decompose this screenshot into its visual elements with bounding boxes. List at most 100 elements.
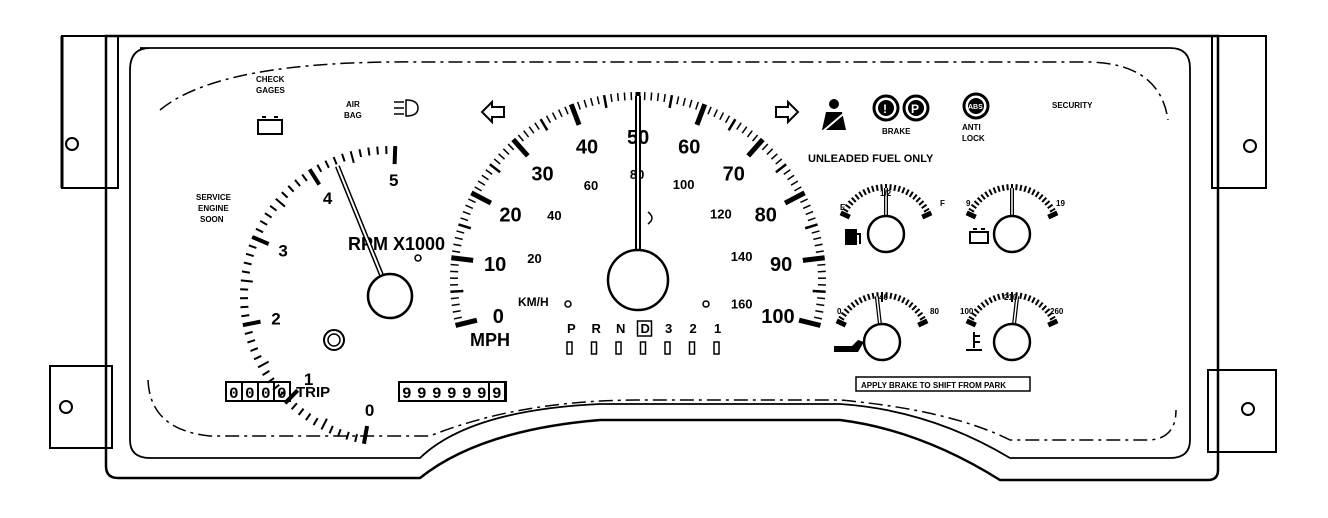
gauge-tick <box>1049 315 1056 321</box>
gauge-tick <box>1034 299 1040 306</box>
total-digit: 9 <box>417 385 427 403</box>
speedometer-tick <box>511 137 530 158</box>
trip-digit: 0 <box>277 385 287 403</box>
tachometer-tick <box>244 330 253 335</box>
speedometer-tick <box>804 223 818 230</box>
gear-indicator-lamp <box>639 341 647 355</box>
gauge-tick <box>904 299 910 306</box>
unleaded-fuel-only-label: UNLEADED FUEL ONLY <box>808 153 934 165</box>
speedometer-tick <box>450 289 464 294</box>
speedometer-tick <box>695 101 700 110</box>
speedometer-tick <box>775 163 787 174</box>
speedometer-tick <box>650 92 653 101</box>
speedometer-tick <box>539 118 549 131</box>
gauge-tick <box>847 200 854 206</box>
gauge-tick <box>1031 297 1036 304</box>
tachometer-tick <box>336 428 342 438</box>
gauge-tick <box>968 207 975 213</box>
gear-indicator-lamp <box>713 341 720 355</box>
gauge-hub <box>866 214 906 254</box>
speedometer-tick <box>451 303 460 307</box>
speedometer-hub <box>606 248 670 312</box>
gauge-tick <box>905 189 910 196</box>
speedometer-tick <box>460 217 469 222</box>
gauge-tick <box>862 189 867 196</box>
speedometer-tick <box>676 96 680 105</box>
gauge-tick <box>968 315 975 321</box>
speedometer-tick <box>468 198 476 204</box>
speedometer-tick <box>736 122 742 130</box>
gauge-tick <box>1027 187 1032 194</box>
speedometer-tick <box>453 316 463 320</box>
gear-indicator-lamp <box>664 341 671 355</box>
air-bag-indicator: AIR BAG <box>344 99 419 120</box>
speedometer-tick <box>474 186 482 192</box>
tachometer-tick <box>332 156 338 165</box>
speedometer-needle-stop <box>647 211 653 225</box>
gauge-tick <box>854 193 860 200</box>
tachometer-tick <box>281 191 289 199</box>
total-digit: 9 <box>462 385 472 403</box>
gear-label-r: R <box>592 321 602 336</box>
speedometer-tick <box>452 310 461 313</box>
right-turn-arrow-icon <box>775 99 800 125</box>
speedometer-tick <box>682 97 686 106</box>
gauge-mid-label: 40 <box>879 293 888 302</box>
speedometer-tick <box>452 250 461 253</box>
tachometer-tick <box>247 339 256 344</box>
gauge-tick <box>1001 184 1005 191</box>
speedometer-tick <box>507 143 515 151</box>
speedometer-tick <box>707 106 712 115</box>
seatbelt-icon <box>821 99 849 133</box>
abs-icon: ABS <box>962 92 990 120</box>
gauge-tick <box>838 315 845 321</box>
total-digit: 9 <box>477 385 487 403</box>
tachometer-tick <box>243 261 252 266</box>
speedometer-tick <box>596 96 600 105</box>
mph-tick-label: 70 <box>723 163 745 185</box>
gauge-tick <box>1038 301 1044 308</box>
speedometer-tick <box>656 93 660 102</box>
lock-label: LOCK <box>962 134 985 143</box>
tachometer-tick <box>320 418 328 430</box>
check-gages-indicator: CHECK GAGES <box>256 75 286 135</box>
gauge-tick <box>1047 318 1059 328</box>
speedometer-tick <box>800 198 808 204</box>
gauge-tick <box>840 311 847 318</box>
gauge-tick <box>1019 292 1023 299</box>
tachometer-tick <box>307 168 321 186</box>
mph-unit-label: MPH <box>470 330 510 350</box>
trip-reset-knob[interactable] <box>323 329 345 351</box>
speedometer-tick <box>812 289 826 294</box>
gauge-tick <box>1044 308 1051 314</box>
tachometer-tick <box>316 164 323 173</box>
tachometer-tick <box>262 370 270 376</box>
tachometer-tick <box>241 270 251 274</box>
speedometer-tick <box>817 297 826 300</box>
speedometer-tick <box>458 223 472 230</box>
speedometer-tick <box>551 112 557 121</box>
tachometer-tick <box>361 425 370 445</box>
gear-label-n: N <box>616 321 625 336</box>
anti-label: ANTI <box>962 123 981 132</box>
gauge-tick <box>866 187 871 194</box>
gauge-tick <box>842 207 849 213</box>
gear-indicator-lamp <box>615 341 622 355</box>
total-digit: 9 <box>432 385 442 403</box>
gauge-tick <box>880 184 883 191</box>
tachometer-pin <box>414 254 422 262</box>
gauge-tick <box>1038 193 1044 200</box>
gauge-tick <box>901 297 906 304</box>
tachometer-tick-label: 0 <box>365 401 374 420</box>
gauge-tick <box>1041 304 1048 311</box>
gear-label-2: 2 <box>690 321 697 336</box>
gauge-tick <box>997 293 1001 301</box>
tachometer-tick <box>294 179 301 187</box>
speedometer-tick <box>523 130 530 138</box>
tachometer-tick <box>297 408 305 416</box>
speedometer-tick <box>454 317 478 328</box>
battery-icon <box>257 116 283 135</box>
park-brake-icon: P <box>902 94 930 122</box>
speedometer-tick <box>450 297 459 300</box>
